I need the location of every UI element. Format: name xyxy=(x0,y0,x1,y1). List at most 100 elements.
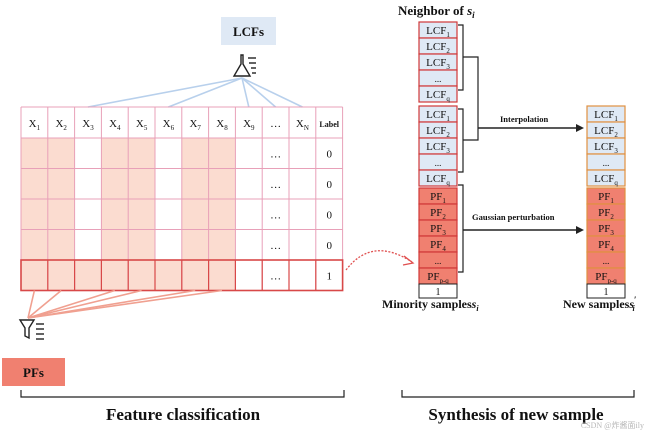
new-pf-label: PF4 xyxy=(598,239,614,253)
pf-line xyxy=(27,289,116,319)
row-ellipsis: … xyxy=(270,148,281,160)
transfer-curve-arrowhead xyxy=(402,255,415,266)
flask-icon xyxy=(232,54,256,77)
new-lcf-label-base: ... xyxy=(603,158,610,168)
pfs-box xyxy=(2,358,65,386)
column-header: X8 xyxy=(216,118,228,132)
new-caption-text: New samples xyxy=(563,297,630,311)
new-pf-label: PFp-q xyxy=(595,271,617,285)
left-caption-bracket xyxy=(20,390,345,398)
column-header: X5 xyxy=(136,118,148,132)
row-label: 0 xyxy=(326,179,332,191)
column-header: XN xyxy=(296,118,309,132)
row-label: 0 xyxy=(326,209,332,221)
minority-pf-bracket xyxy=(458,184,464,273)
minority-pf-label: PF4 xyxy=(430,239,446,253)
neighbor-bracket xyxy=(458,24,464,91)
lcf-line xyxy=(241,77,277,108)
minority-lcf-label-base: ... xyxy=(435,158,442,168)
minority-lcf-label: LCFq xyxy=(426,173,450,187)
column-header-base: X xyxy=(163,118,171,130)
lcf-line xyxy=(241,77,250,108)
funnel-icon xyxy=(18,319,44,340)
column-header-sub: N xyxy=(304,124,309,132)
minority-lcf-label-sub: 3 xyxy=(446,147,450,155)
new-pf-label-base: PF xyxy=(598,207,610,219)
column-header-base: X xyxy=(189,118,197,130)
neighbor-lcf-label-base: ... xyxy=(435,74,442,84)
new-caption-sub: i xyxy=(633,304,636,313)
minority-pf-label-base: PF xyxy=(430,191,442,203)
new-caption-var: s xyxy=(628,297,634,311)
pf-connector-lines xyxy=(27,289,223,319)
new-lcf-label-base: LCF xyxy=(594,141,614,153)
minority-pf-label-sub: 4 xyxy=(442,245,446,253)
interpolation-merge xyxy=(463,56,479,141)
minority-lcf-bracket xyxy=(458,108,464,173)
new-pf-label: PF3 xyxy=(598,223,614,237)
column-header-base: X xyxy=(82,118,90,130)
neighbor-lcf-label-base: LCF xyxy=(426,25,446,37)
right-caption-bracket xyxy=(401,390,635,398)
minority-label-cell xyxy=(418,283,458,299)
pfs-label: PFs xyxy=(23,365,44,380)
lcfs-box xyxy=(221,17,276,45)
neighbor-title-var: s xyxy=(466,3,472,18)
minority-pf-label-base: PF xyxy=(430,207,442,219)
row-label: 0 xyxy=(326,240,332,252)
new-pf-label: PF2 xyxy=(598,207,614,221)
minority-pf-label-sub: 2 xyxy=(442,213,446,221)
minority-lcf-label: LCF1 xyxy=(426,109,450,123)
new-caption-prime: ′ xyxy=(634,295,637,305)
neighbor-lcf-label: LCFq xyxy=(426,89,450,103)
column-header: … xyxy=(270,118,281,130)
new-pf-label: PF1 xyxy=(598,191,614,205)
new-pf-label-base: PF xyxy=(598,239,610,251)
minority-pf-label-sub: 3 xyxy=(442,229,446,237)
interpolation-label: Interpolation xyxy=(500,114,548,124)
column-header: Label xyxy=(319,120,339,129)
minority-lcf-label-base: LCF xyxy=(426,109,446,121)
neighbor-lcf-label-base: LCF xyxy=(426,41,446,53)
minority-lcf-label: ... xyxy=(435,158,442,168)
column-header-sub: 2 xyxy=(63,124,67,132)
column-header-sub: 3 xyxy=(90,124,94,132)
neighbor-lcf-label-sub: 2 xyxy=(446,47,450,55)
column-header-base: X xyxy=(296,118,304,130)
column-header-base: X xyxy=(243,118,251,130)
minority-pf-label: PFp-q xyxy=(427,271,449,285)
minority-pf-label-base: PF xyxy=(430,239,442,251)
neighbor-title-text: Neighbor of xyxy=(398,3,467,18)
row-label: 0 xyxy=(326,148,332,160)
new-lcf-label-base: LCF xyxy=(594,109,614,121)
neighbor-lcf-label: LCF2 xyxy=(426,41,450,55)
column-header: X7 xyxy=(189,118,201,132)
neighbor-title-sub: i xyxy=(472,10,475,20)
neighbor-lcf-label-sub: 3 xyxy=(446,63,450,71)
new-pf-label-sub: 4 xyxy=(610,245,614,253)
new-pf-label-sub: 1 xyxy=(610,197,614,205)
minority-lcf-label: LCF3 xyxy=(426,141,450,155)
neighbor-lcf-label: LCF3 xyxy=(426,57,450,71)
new-pf-label-base: PF xyxy=(598,223,610,235)
minority-label: 1 xyxy=(436,287,441,298)
gaussian-arrowhead xyxy=(576,226,584,234)
column-header: X6 xyxy=(163,118,175,132)
transfer-curve-arrow xyxy=(345,250,413,271)
column-header-base: X xyxy=(55,118,63,130)
new-lcf-label-sub: 3 xyxy=(614,147,618,155)
column-header-base: Label xyxy=(319,120,339,129)
neighbor-lcf-label: LCF1 xyxy=(426,25,450,39)
new-pf-label-sub: 2 xyxy=(610,213,614,221)
row-label: 1 xyxy=(326,270,332,282)
neighbor-lcf-label-base: LCF xyxy=(426,89,446,101)
column-header-sub: 8 xyxy=(224,124,228,132)
new-lcf-label: LCF3 xyxy=(594,141,618,155)
new-label-cell xyxy=(586,283,626,299)
new-label: 1 xyxy=(604,287,609,298)
new-pf-label-sub: p-q xyxy=(607,277,617,285)
column-header-sub: 1 xyxy=(37,124,41,132)
